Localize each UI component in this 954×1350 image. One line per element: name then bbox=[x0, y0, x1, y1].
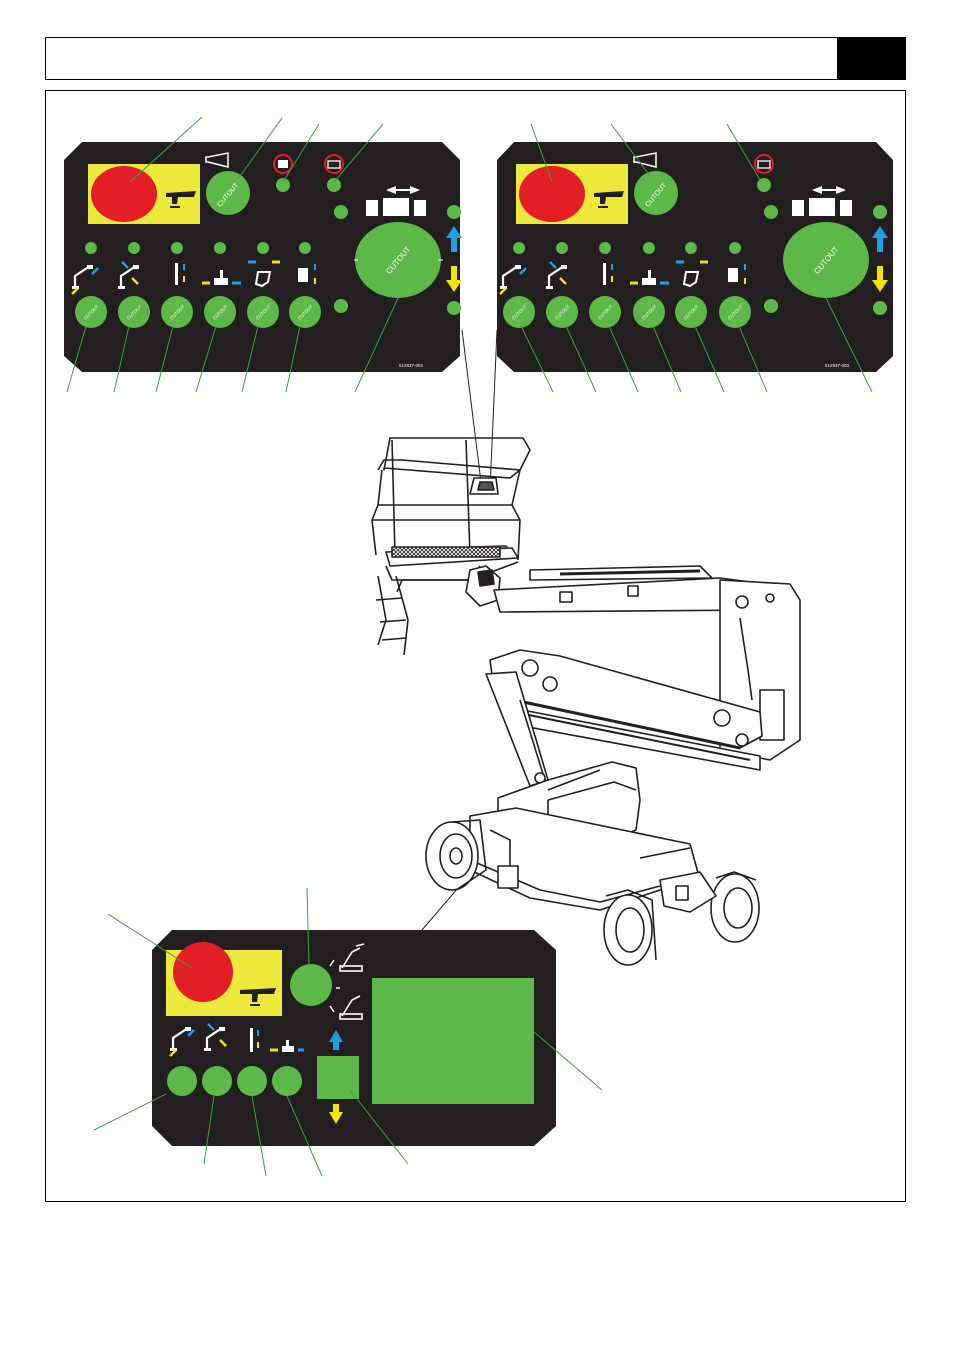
led bbox=[513, 242, 525, 254]
led bbox=[599, 242, 611, 254]
led bbox=[764, 299, 778, 313]
led bbox=[257, 242, 269, 254]
led bbox=[729, 242, 741, 254]
led bbox=[85, 242, 97, 254]
turntable-rotate-button[interactable] bbox=[272, 1066, 302, 1096]
tilt-led bbox=[276, 178, 290, 192]
battery-led bbox=[327, 178, 341, 192]
key-selector-switch[interactable] bbox=[290, 964, 332, 1006]
upper-left-control-panel: CUTOUT CUTOUT bbox=[64, 142, 462, 372]
platform-basket bbox=[372, 438, 530, 655]
emergency-stop-button[interactable] bbox=[173, 942, 233, 1002]
lift-enable-button[interactable] bbox=[317, 1056, 359, 1099]
led bbox=[334, 299, 348, 313]
battery-led bbox=[757, 178, 771, 192]
upper-right-control-panel: CUTOUT CUTOUT bbox=[497, 142, 893, 372]
led bbox=[685, 242, 697, 254]
rear-right-wheel bbox=[711, 872, 759, 942]
led bbox=[214, 242, 226, 254]
steer-axle bbox=[660, 872, 716, 912]
upper-boom-button[interactable] bbox=[167, 1066, 197, 1096]
led bbox=[447, 301, 461, 315]
hour-meter-display-panel bbox=[372, 978, 534, 1104]
ground-control-panel bbox=[152, 930, 556, 1146]
led bbox=[447, 205, 461, 219]
emergency-stop-button[interactable] bbox=[91, 166, 157, 222]
led bbox=[334, 205, 348, 219]
led bbox=[556, 242, 568, 254]
part-number: 512937-003 bbox=[825, 363, 850, 368]
lower-boom-button[interactable] bbox=[202, 1066, 232, 1096]
led bbox=[764, 205, 778, 219]
led bbox=[873, 205, 887, 219]
led bbox=[643, 242, 655, 254]
led bbox=[171, 242, 183, 254]
boom-lift-illustration bbox=[372, 438, 800, 965]
part-number: 512937-002 bbox=[399, 363, 424, 368]
led bbox=[299, 242, 311, 254]
led bbox=[128, 242, 140, 254]
emergency-stop-button[interactable] bbox=[519, 166, 585, 222]
jib-button[interactable] bbox=[237, 1066, 267, 1096]
led bbox=[873, 301, 887, 315]
